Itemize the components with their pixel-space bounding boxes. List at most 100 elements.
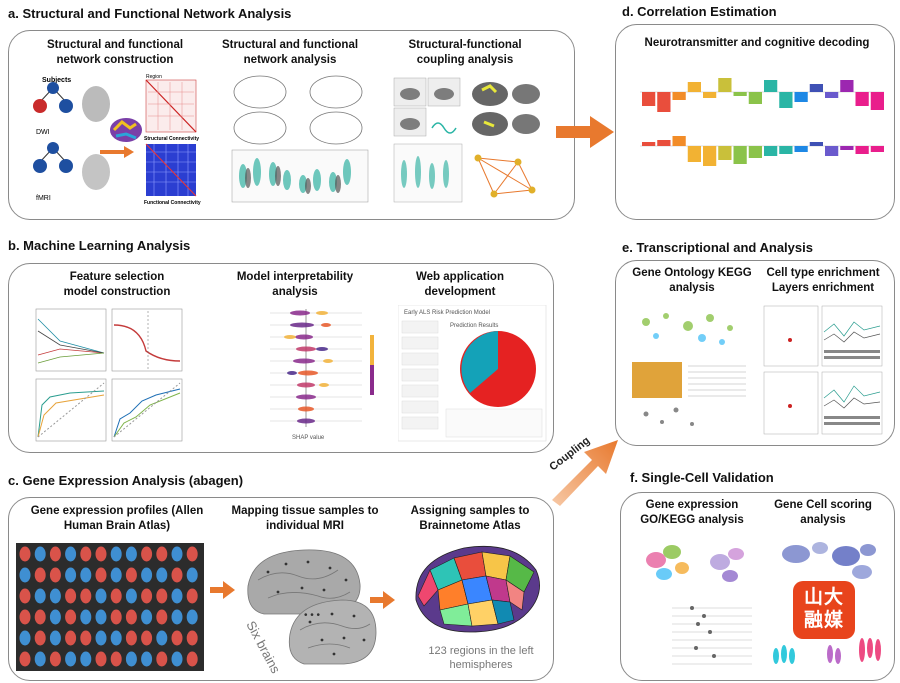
feature-selection-figure — [35, 308, 183, 442]
expression-dot — [141, 630, 153, 646]
watermark-logo: 山大融媒 — [793, 581, 855, 639]
dwi-brain-image — [82, 86, 110, 122]
section-b-sub1: Feature selection model construction — [63, 271, 171, 298]
cell-type-enrichment-figure — [763, 305, 883, 435]
expression-dot — [19, 546, 31, 562]
expression-dot — [156, 630, 168, 646]
expression-dot — [34, 567, 46, 583]
decoding-bar-chart — [640, 78, 884, 166]
decoding-bar — [764, 80, 778, 92]
expression-dot — [95, 609, 107, 625]
expression-dot — [156, 546, 168, 562]
expression-dot — [110, 630, 122, 646]
webapp-title: Early ALS Risk Prediction Model — [404, 310, 490, 316]
expression-dot — [125, 546, 137, 562]
expression-dot — [19, 651, 31, 667]
expression-dot — [19, 609, 31, 625]
section-f-sub1: Gene expression GO/KEGG analysis — [640, 499, 744, 526]
expression-dot — [95, 588, 107, 604]
expression-dot — [125, 651, 137, 667]
expression-dot — [80, 567, 92, 583]
expression-dot — [34, 651, 46, 667]
decoding-bar — [657, 140, 671, 146]
expression-dot — [19, 630, 31, 646]
subjects-label: Subjects — [42, 77, 71, 84]
expression-dot — [49, 567, 61, 583]
shap-summary-figure: SHAP value — [270, 309, 374, 441]
subjects-tree-fmri — [33, 142, 73, 173]
expression-dot — [186, 651, 198, 667]
section-e-title: e. Transcriptional and Analysis — [622, 240, 813, 255]
expression-dot — [80, 588, 92, 604]
decoding-bar — [748, 92, 762, 104]
expression-dot — [125, 588, 137, 604]
dwi-label: DWI — [36, 129, 50, 136]
expression-dot — [171, 567, 183, 583]
expression-dot — [186, 546, 198, 562]
section-d-panel — [615, 24, 895, 220]
expression-dot — [65, 567, 77, 583]
section-b-sub2: Model interpretability analysis — [236, 271, 354, 298]
gene-expression-dot-matrix — [16, 543, 204, 671]
decoding-bar — [825, 146, 839, 156]
expression-dot — [19, 588, 31, 604]
fc-label: Functional Connectivity — [144, 200, 201, 206]
arrow-c1-icon — [210, 581, 235, 599]
expression-dot — [171, 630, 183, 646]
expression-dot — [110, 546, 122, 562]
section-b-title: b. Machine Learning Analysis — [8, 238, 191, 253]
shap-axis-label: SHAP value — [292, 435, 325, 441]
network-analysis-figure — [231, 75, 369, 203]
region-label: Region — [146, 74, 162, 80]
decoding-bar — [718, 146, 732, 160]
expression-dot — [141, 546, 153, 562]
expression-dot — [186, 588, 198, 604]
expression-dot — [171, 546, 183, 562]
decoding-bar — [733, 146, 747, 164]
expression-dot — [49, 630, 61, 646]
decoding-bar — [840, 146, 854, 150]
arrow-to-d-icon — [556, 116, 614, 148]
expression-dot — [141, 609, 153, 625]
decoding-bar — [687, 146, 701, 162]
decoding-bar — [870, 146, 884, 152]
decoding-bar — [855, 146, 869, 154]
cell-scoring-figure — [773, 542, 881, 664]
expression-dot — [125, 609, 137, 625]
regions-note: 123 regions in the left hemispheres — [428, 645, 534, 671]
arrow-coupling-icon — [552, 440, 618, 506]
ellipsis-text: • • • — [304, 610, 321, 621]
expression-dot — [80, 609, 92, 625]
expression-dot — [186, 630, 198, 646]
section-b-sub3: Web application development — [416, 271, 504, 298]
expression-dot — [34, 546, 46, 562]
decoding-bar — [825, 92, 839, 98]
expression-dot — [110, 651, 122, 667]
expression-dot — [80, 630, 92, 646]
expression-dot — [80, 651, 92, 667]
section-a-title: a. Structural and Functional Network Ana… — [8, 6, 292, 21]
decoding-bar — [764, 146, 778, 156]
webapp-figure: Early ALS Risk Prediction Model Predicti… — [398, 305, 547, 442]
expression-dot — [141, 651, 153, 667]
expression-dot — [49, 609, 61, 625]
section-f-title: f. Single-Cell Validation — [630, 470, 774, 485]
expression-dot — [34, 630, 46, 646]
expression-dot — [65, 588, 77, 604]
expression-dot — [110, 609, 122, 625]
section-c-title: c. Gene Expression Analysis (abagen) — [8, 473, 244, 488]
section-c-sub1: Gene expression profiles (Allen Human Br… — [30, 505, 204, 532]
fmri-brain-image — [82, 154, 110, 190]
decoding-bar — [672, 92, 686, 100]
section-c-sub3: Assigning samples to Brainnetome Atlas — [410, 505, 530, 532]
expression-dot — [34, 609, 46, 625]
expression-dot — [156, 609, 168, 625]
decoding-bar — [703, 146, 717, 166]
decoding-bar — [703, 92, 717, 98]
expression-dot — [65, 546, 77, 562]
decoding-bar — [733, 92, 747, 96]
expression-dot — [49, 546, 61, 562]
decoding-bar — [748, 146, 762, 158]
go-kegg-figure — [632, 313, 746, 426]
decoding-bar — [779, 92, 793, 108]
